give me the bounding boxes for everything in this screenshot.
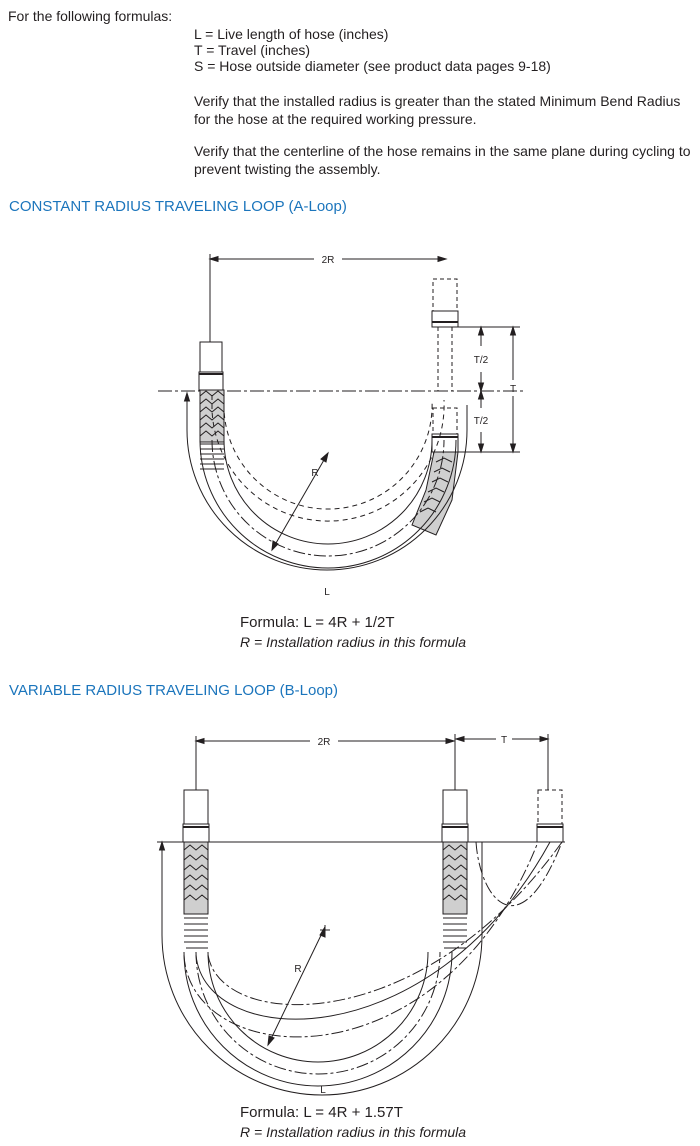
- definition-list: L = Live length of hose (inches) T = Tra…: [194, 26, 551, 74]
- a-loop-label-2r: 2R: [322, 255, 335, 266]
- a-loop-label-t: T: [510, 384, 516, 395]
- a-loop-formula: Formula: L = 4R + 1/2T: [240, 614, 395, 631]
- a-loop-label-half-t-top: T/2: [474, 355, 489, 366]
- a-loop-heading: CONSTANT RADIUS TRAVELING LOOP (A-Loop): [9, 198, 347, 215]
- note-centerline: Verify that the centerline of the hose r…: [194, 143, 691, 177]
- a-loop-label-l: L: [324, 587, 330, 598]
- intro-text: For the following formulas:: [8, 8, 173, 24]
- b-loop-formula: Formula: L = 4R + 1.57T: [240, 1104, 403, 1121]
- b-loop-label-l: L: [320, 1085, 326, 1096]
- b-loop-formula-note: R = Installation radius in this formula: [240, 1124, 467, 1140]
- b-loop-heading: VARIABLE RADIUS TRAVELING LOOP (B-Loop): [9, 682, 339, 699]
- a-loop-label-half-t-bottom: T/2: [474, 416, 489, 427]
- a-loop-label-r: R: [311, 468, 318, 479]
- definition-t: T = Travel (inches): [194, 42, 311, 58]
- b-loop-label-2r: 2R: [318, 737, 331, 748]
- b-loop-label-t: T: [501, 735, 507, 746]
- b-loop-label-r: R: [294, 964, 301, 975]
- definition-s: S = Hose outside diameter (see product d…: [194, 58, 551, 74]
- a-loop-formula-note: R = Installation radius in this formula: [240, 634, 467, 650]
- note-bend-radius: Verify that the installed radius is grea…: [194, 93, 681, 127]
- definition-l: L = Live length of hose (inches): [194, 26, 389, 42]
